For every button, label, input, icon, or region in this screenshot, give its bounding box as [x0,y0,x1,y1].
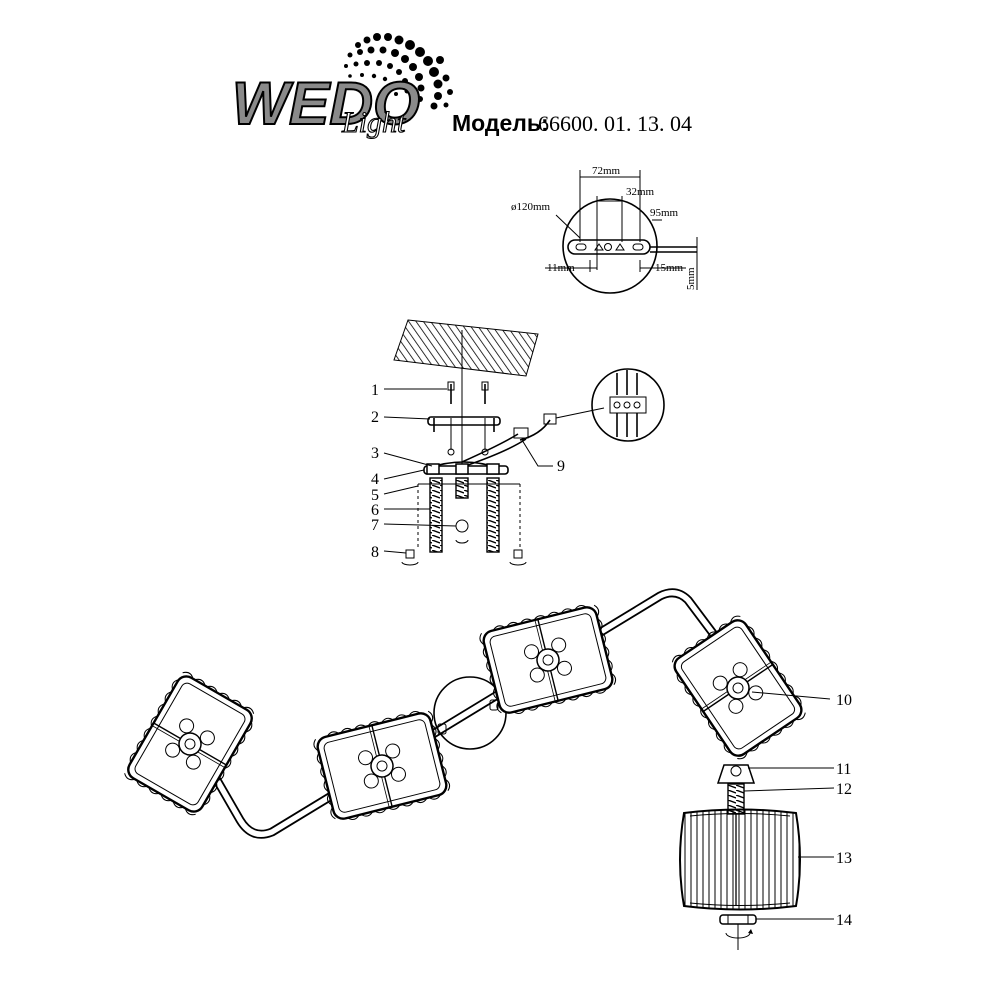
brand-logo: WEDO Light [231,33,453,140]
dim-95mm: 95mm [650,207,679,219]
fabric-shade [679,808,801,911]
lamp-shade-2 [310,706,454,826]
callout-14: 14 [836,912,852,929]
callout-9: 9 [557,458,565,475]
logo-wordmark: WEDO [232,70,420,137]
callout-5: 5 [371,487,379,504]
logo-dot-swirl [344,33,453,110]
callout-11: 11 [836,761,851,778]
model-number: 66600. 01. 13. 04 [538,111,692,136]
lamp-shade-3 [476,600,620,720]
dim-diameter-120mm: ø120mm [511,201,551,213]
lamp-shade-1 [119,667,261,821]
callout-12: 12 [836,781,852,798]
logo-script: Light [341,106,406,139]
dim-32mm: 32mm [626,186,655,198]
callout-8: 8 [371,544,379,561]
mounting-plate-detail [545,170,698,294]
dim-15mm: 15mm [655,262,684,274]
lamp-shade-4 [665,611,811,765]
callout-1: 1 [371,382,379,399]
dim-72mm: 72mm [592,165,621,177]
callout-leaders-lower [743,691,835,920]
ceiling-hatch [393,319,539,377]
callout-7: 7 [371,517,379,534]
callout-leaders-upper [383,388,553,554]
dim-11mm: 11mm [547,262,575,274]
dim-5mm: 5mm [685,267,697,290]
shade-ring [719,914,757,950]
model-label: Модель: [452,110,549,136]
callout-3: 3 [371,445,379,462]
callout-4: 4 [371,471,379,488]
exploded-assembly [401,330,665,566]
callout-6: 6 [371,502,379,519]
callout-2: 2 [371,409,379,426]
fixture-arm [190,588,747,839]
socket-detail [716,764,756,815]
callout-13: 13 [836,850,852,867]
callout-10: 10 [836,692,852,709]
